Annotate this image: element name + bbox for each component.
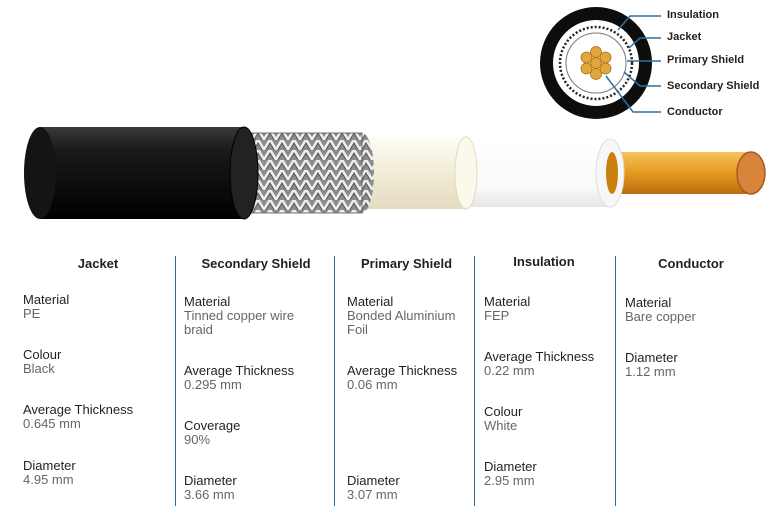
column-header: Primary Shield	[360, 256, 453, 271]
property-value: Tinned copper wire braid	[184, 308, 295, 337]
column-divider	[175, 256, 176, 506]
property-label: Diameter	[23, 458, 76, 473]
property-label: Diameter	[347, 473, 400, 488]
property-label: Average Thickness	[484, 349, 595, 364]
property-diameter: Diameter 2.95 mm	[484, 460, 612, 488]
cable-diagram	[24, 7, 766, 220]
label-insulation: Insulation	[667, 9, 719, 21]
property-coverage: Coverage 90%	[184, 419, 332, 447]
property-value: 3.07 mm	[347, 487, 398, 502]
cross-section	[540, 7, 652, 119]
label-primary-shield: Primary Shield	[667, 54, 745, 66]
column-header: Conductor	[658, 256, 724, 271]
property-material: Material PE	[23, 293, 173, 321]
property-material: Material Bonded Aluminium Foil	[347, 295, 472, 337]
property-label: Material	[625, 295, 672, 310]
column-secondary-shield: Secondary Shield Material Tinned copper …	[184, 256, 332, 506]
conductor-strands	[580, 46, 612, 80]
column-divider	[474, 256, 475, 506]
column-conductor: Conductor Material Bare copper Diameter …	[625, 256, 765, 506]
cable-conductor	[600, 151, 766, 195]
column-jacket: Jacket Material PE Colour Black Average …	[23, 256, 173, 506]
property-value: Bonded Aluminium Foil	[347, 308, 456, 337]
property-average-thickness: Average Thickness 0.295 mm	[184, 364, 332, 392]
property-value: 0.06 mm	[347, 377, 398, 392]
property-material: Material Bare copper	[625, 296, 765, 324]
property-label: Material	[184, 294, 231, 309]
column-primary-shield: Primary Shield Material Bonded Aluminium…	[347, 256, 472, 506]
column-header: Insulation	[513, 254, 575, 269]
property-diameter: Diameter 3.66 mm	[184, 474, 332, 502]
property-colour: Colour White	[484, 405, 612, 433]
property-label: Average Thickness	[347, 363, 458, 378]
property-material: Material Tinned copper wire braid	[184, 295, 304, 337]
property-label: Coverage	[184, 418, 241, 433]
column-insulation: Insulation Material FEP Average Thicknes…	[484, 254, 612, 506]
property-value: Black	[23, 361, 55, 376]
property-value: Bare copper	[625, 309, 696, 324]
property-value: 1.12 mm	[625, 364, 676, 379]
property-value: 2.95 mm	[484, 473, 535, 488]
property-material: Material FEP	[484, 295, 612, 323]
label-jacket: Jacket	[667, 31, 702, 43]
cable-primary-shield	[358, 136, 478, 210]
property-value: 0.645 mm	[23, 416, 81, 431]
property-average-thickness: Average Thickness 0.645 mm	[23, 403, 173, 431]
column-header: Jacket	[77, 256, 119, 271]
cable-secondary-shield	[237, 132, 374, 214]
property-diameter: Diameter 1.12 mm	[625, 351, 765, 379]
property-average-thickness: Average Thickness 0.22 mm	[484, 350, 612, 378]
property-label: Material	[484, 294, 531, 309]
property-label: Material	[347, 294, 394, 309]
property-value: White	[484, 418, 518, 433]
property-diameter: Diameter 3.07 mm	[347, 474, 472, 502]
leader-lines	[605, 15, 661, 113]
property-label: Diameter	[184, 473, 237, 488]
property-label: Diameter	[625, 350, 678, 365]
label-conductor: Conductor	[667, 106, 723, 118]
cable-jacket	[24, 126, 259, 220]
property-label: Colour	[23, 347, 62, 362]
property-value: 0.22 mm	[484, 363, 535, 378]
property-label: Colour	[484, 404, 523, 419]
property-value: 3.66 mm	[184, 487, 235, 502]
property-value: PE	[23, 306, 41, 321]
column-divider	[334, 256, 335, 506]
cable-insulation	[462, 138, 625, 208]
property-label: Average Thickness	[23, 402, 134, 417]
property-label: Diameter	[484, 459, 537, 474]
property-value: FEP	[484, 308, 510, 323]
column-header: Secondary Shield	[201, 256, 311, 271]
property-diameter: Diameter 4.95 mm	[23, 459, 173, 487]
property-colour: Colour Black	[23, 348, 173, 376]
property-value: 4.95 mm	[23, 472, 74, 487]
property-label: Average Thickness	[184, 363, 295, 378]
column-divider	[615, 256, 616, 506]
property-value: 0.295 mm	[184, 377, 242, 392]
property-average-thickness: Average Thickness 0.06 mm	[347, 364, 472, 392]
property-value: 90%	[184, 432, 211, 447]
property-label: Material	[23, 292, 70, 307]
label-secondary-shield: Secondary Shield	[667, 80, 760, 92]
